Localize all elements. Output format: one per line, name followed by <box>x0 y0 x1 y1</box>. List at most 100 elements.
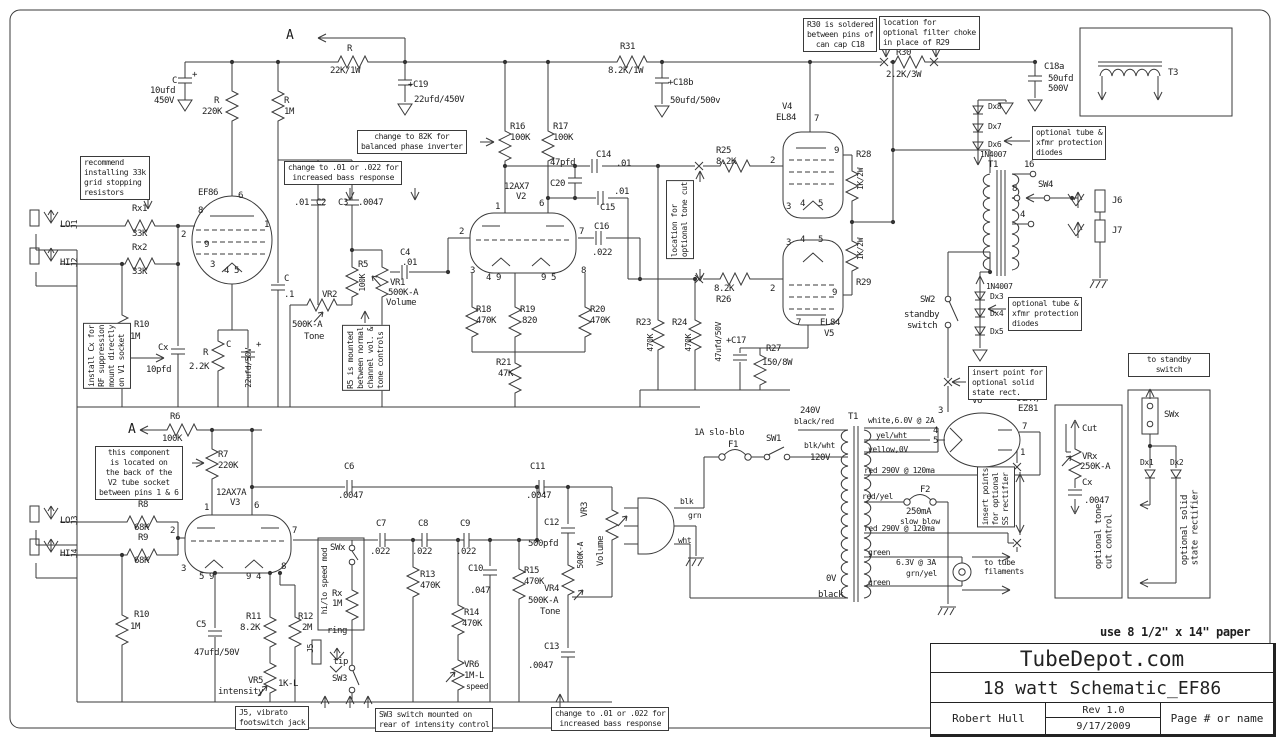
label-c13: C13 <box>544 642 560 652</box>
label-1m: 1M <box>284 107 295 117</box>
label-c4: C4 <box>400 248 411 258</box>
label-47ufd-50v: 47ufd/50V <box>714 322 723 362</box>
label-black-red: black/red <box>794 417 834 426</box>
label-0047: .0047 <box>1084 496 1110 506</box>
label-2: 2 <box>181 230 187 240</box>
label-lo: LO <box>60 516 71 526</box>
label-1m: 1M <box>130 332 141 342</box>
label-el84: EL84 <box>776 113 797 123</box>
label-r5: R5 <box>358 260 369 270</box>
label-r6: R6 <box>170 412 181 422</box>
label-r13: R13 <box>420 570 436 580</box>
label-r7: R7 <box>218 450 229 460</box>
label-9: 9 <box>834 146 840 156</box>
label-r11: R11 <box>246 612 262 622</box>
label-9-5: 9 5 <box>541 273 557 283</box>
label-0047: .0047 <box>528 661 554 671</box>
paper-size-note: use 8 1/2" x 14" paper <box>1100 625 1251 639</box>
label-470k: 470K <box>476 316 497 326</box>
label-blk-wht: blk/wht <box>804 441 835 450</box>
label-r: R <box>203 348 209 358</box>
label-100k: 100K <box>510 133 531 143</box>
label-dx5: Dx5 <box>990 327 1004 336</box>
label-c3: C3 <box>338 198 349 208</box>
label-22ufd-450v: 22ufd/450V <box>414 95 465 105</box>
label-c8: C8 <box>418 519 429 529</box>
label-swx: SWx <box>330 543 346 553</box>
label-c2: C2 <box>316 198 327 208</box>
label-2-2k: 2.2K <box>189 362 210 372</box>
label-c14: C14 <box>596 150 612 160</box>
label-2m: 2M <box>302 623 313 633</box>
label-22k-1w: 22K/1W <box>330 66 361 76</box>
label-r: R <box>347 44 353 54</box>
label-red-290v-120ma: red 290V @ 120ma <box>864 524 935 533</box>
label-sw2: SW2 <box>920 295 936 305</box>
label-j4: J4 <box>70 549 79 558</box>
label-c17: +C17 <box>726 336 747 346</box>
label-dx2: Dx2 <box>1170 458 1184 467</box>
label-9: 9 <box>204 240 210 250</box>
label-16: 16 <box>1024 160 1035 170</box>
label-r17: R17 <box>553 122 569 132</box>
label-cut: Cut <box>1082 424 1098 434</box>
label-rx1: Rx1 <box>132 204 148 214</box>
label-green: green <box>868 548 891 557</box>
label-hi: HI <box>60 549 71 559</box>
label-c: C <box>226 340 232 350</box>
label-vr3: VR3 <box>580 502 590 518</box>
label-8-2k: 8.2K <box>714 284 735 294</box>
label-r21: R21 <box>496 358 512 368</box>
label-grn: grn <box>688 511 702 520</box>
label-12ax7a: 12AX7A <box>216 488 247 498</box>
label-standby: standby <box>904 310 940 320</box>
label-47k: 47K <box>498 369 514 379</box>
label-1m: 1M <box>332 599 343 609</box>
label-hi-lo-speed-mod: hi/lo speed mod <box>320 548 329 615</box>
label-c6: C6 <box>344 462 355 472</box>
label-v4: V4 <box>782 102 793 112</box>
label-500pfd: 500pfd <box>528 539 559 549</box>
label-cx: Cx <box>158 343 169 353</box>
label-1a-slo-blo: 1A slo-blo <box>694 428 745 438</box>
label-r12: R12 <box>298 612 314 622</box>
label-1: 1 <box>264 220 270 230</box>
label-r20: R20 <box>590 305 606 315</box>
label-r9: R9 <box>138 533 149 543</box>
label-vrx: VRx <box>1082 452 1098 462</box>
label-optional-tone-cut-control: optional tone cut control <box>1094 504 1115 570</box>
label-vr4: VR4 <box>544 584 560 594</box>
label-insert-point-for-optional-so: insert point for optional solid state re… <box>968 366 1047 400</box>
label-r16: R16 <box>510 122 526 132</box>
label-4: 4 <box>800 235 806 245</box>
label-j7: J7 <box>1112 226 1123 236</box>
label-7: 7 <box>814 114 820 124</box>
label-tone: Tone <box>304 332 325 342</box>
label-volume: Volume <box>596 536 606 567</box>
label-red-290v-120ma: red 290V @ 120ma <box>864 466 935 475</box>
label-t1: T1 <box>848 412 859 422</box>
label-6: 6 <box>238 191 244 201</box>
label-r19: R19 <box>520 305 536 315</box>
label-rx: Rx <box>332 589 343 599</box>
label-c11: C11 <box>530 462 546 472</box>
label-1k-l: 1K-L <box>278 679 299 689</box>
label-slow-blow: slow blow <box>900 517 940 526</box>
label-a: A <box>128 422 136 437</box>
label-470k: 470K <box>590 316 611 326</box>
label-r29: R29 <box>856 278 872 288</box>
label-1: .1 <box>284 290 295 300</box>
label-location-for-optional-filter: location for optional filter choke in pl… <box>879 16 980 50</box>
label-tone: Tone <box>540 607 561 617</box>
label-047: .047 <box>470 586 491 596</box>
label-1: 1 <box>495 202 501 212</box>
label-vr2: VR2 <box>322 290 338 300</box>
label-7: 7 <box>579 227 585 237</box>
label-r: R <box>214 96 220 106</box>
label-1n4007: 1N4007 <box>980 150 1007 159</box>
label-1k-2w: 1K/2W <box>856 168 865 191</box>
label-j1: J1 <box>70 220 79 229</box>
label-1: 1 <box>204 503 210 513</box>
label-820: 820 <box>522 316 538 326</box>
label-01: .01 <box>402 258 418 268</box>
